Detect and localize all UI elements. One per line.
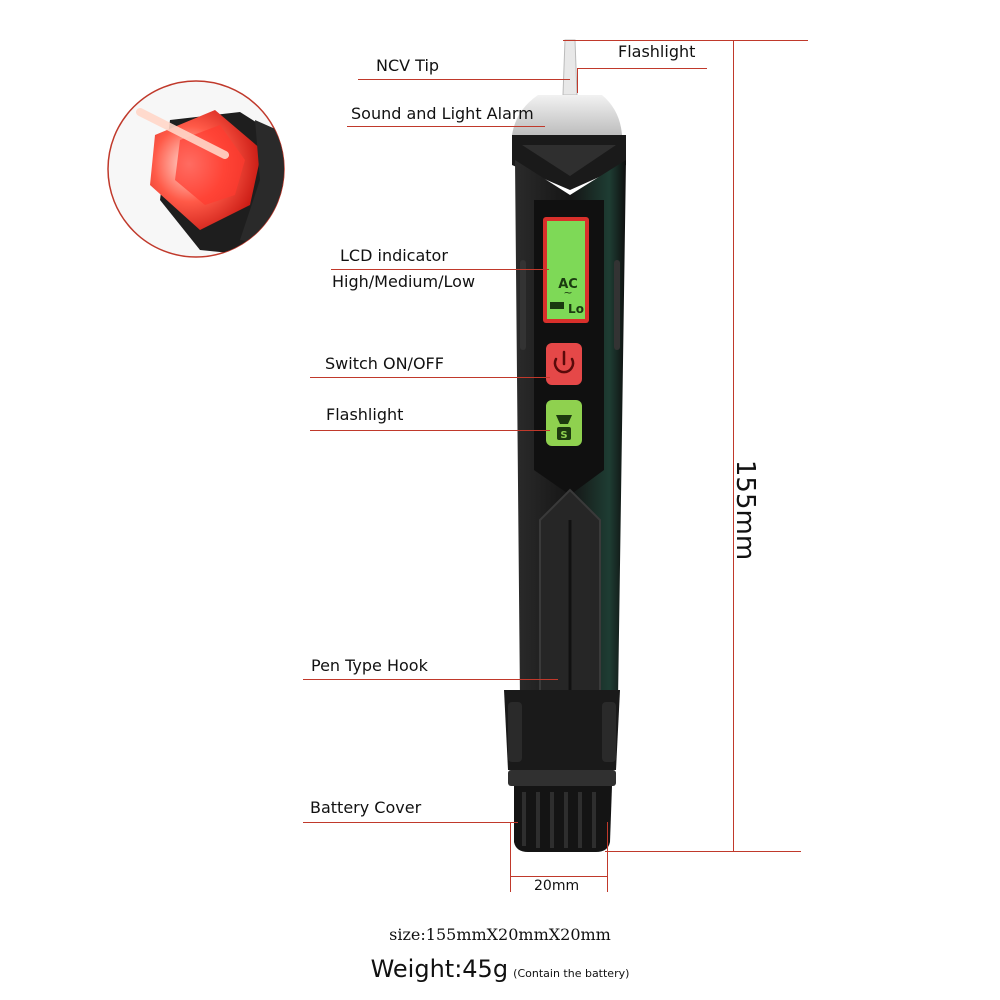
ncv-tip-label: NCV Tip [376, 56, 440, 75]
ncv-tip-line [358, 79, 570, 80]
lcd-levels-label: High/Medium/Low [332, 272, 476, 291]
switch-label: Switch ON/OFF [325, 354, 444, 373]
flashlight-button-line [310, 430, 550, 431]
flashlight-top-line [577, 68, 707, 69]
length-bottom-line [605, 851, 801, 852]
hook-line [303, 679, 558, 680]
length-top-line [563, 40, 808, 41]
flashlight-button[interactable]: S [546, 400, 582, 446]
weight-value: Weight:45g [370, 955, 509, 983]
length-dimension-label: 155mm [730, 459, 760, 561]
power-button[interactable] [546, 343, 582, 385]
flashlight-button-label: Flashlight [326, 405, 404, 424]
flashlight-top-vline [577, 68, 578, 93]
battery-line [303, 822, 518, 823]
lcd-mode-text: AC [558, 277, 578, 292]
alarm-inset [107, 80, 285, 258]
battery-cover-label: Battery Cover [310, 798, 422, 817]
alarm-line [347, 126, 545, 127]
width-left-line [510, 822, 511, 892]
lcd-line [331, 269, 549, 270]
switch-line [310, 377, 550, 378]
width-right-line [607, 822, 608, 892]
width-dimension-label: 20mm [534, 878, 580, 894]
pen-hook-label: Pen Type Hook [311, 656, 428, 675]
pen-body: AC ~ Lo S [504, 39, 626, 852]
length-dimension-line [733, 40, 734, 851]
sound-light-alarm-label: Sound and Light Alarm [351, 104, 534, 123]
size-caption: size:155mmX20mmX20mm [389, 925, 611, 944]
lcd-indicator-label: LCD indicator [340, 246, 448, 265]
weight-caption: Weight:45g (Contain the battery) [0, 955, 1000, 983]
width-dimension-line [510, 876, 607, 877]
weight-note: (Contain the battery) [513, 967, 630, 980]
lcd-level-text: Lo [568, 302, 584, 316]
svg-text:S: S [560, 430, 567, 441]
lcd-wave-text: ~ [563, 286, 572, 299]
flashlight-top-label: Flashlight [618, 42, 696, 61]
